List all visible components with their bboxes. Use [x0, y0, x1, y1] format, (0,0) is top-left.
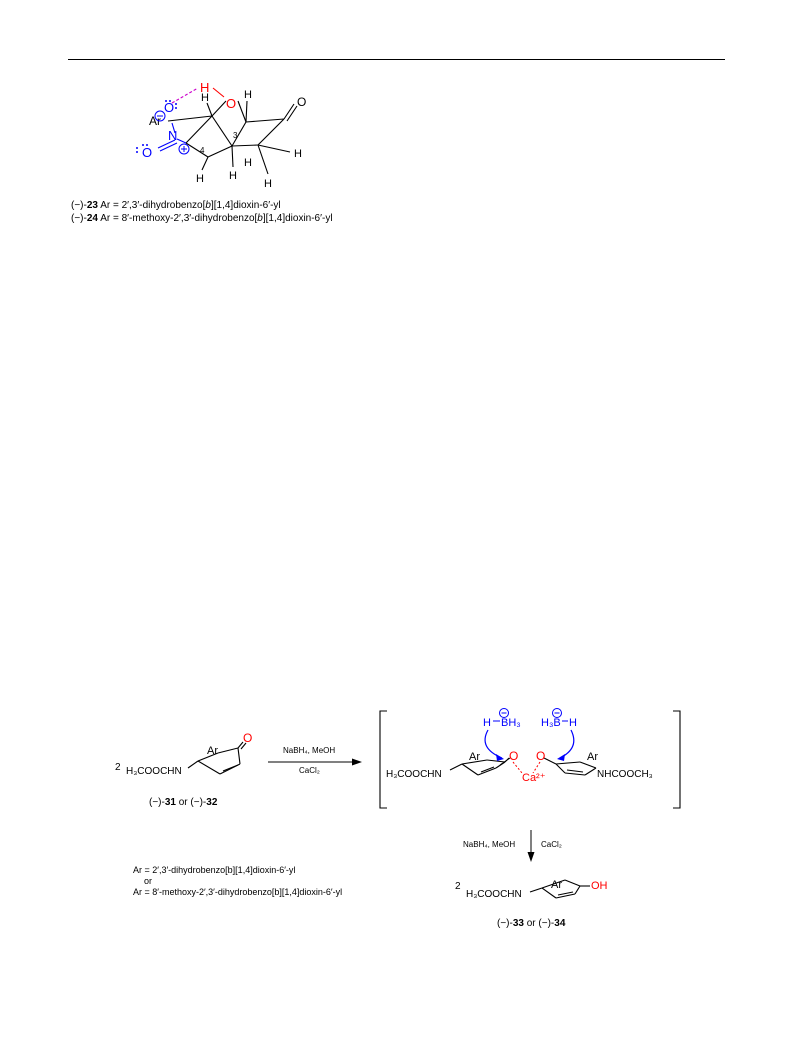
prod-ar-label: Ar: [551, 879, 562, 891]
curved-arrow-right: [559, 729, 575, 759]
arrow1-reagents-top: NaBH₄, MeOH: [283, 746, 336, 755]
curved-arrow-left: [484, 729, 503, 759]
carbon-3-label: 3: [233, 131, 238, 140]
tc-right-ar-label: Ar: [587, 751, 598, 763]
header-rule: [68, 59, 725, 60]
plus-charge-icon: [178, 143, 190, 155]
ar-label: Ar: [149, 114, 161, 128]
arrow1-reagents-bottom: CaCl₂: [299, 766, 320, 775]
o-ring-label: O: [226, 96, 236, 111]
ar-definition-line1: Ar = 2′,3′-dihydrobenzo[b][1,4]dioxin-6′…: [133, 865, 296, 875]
sm-ketone-o-label: O: [243, 731, 252, 745]
h-label-3: H: [294, 148, 302, 160]
hydride-h-right: H: [569, 717, 577, 729]
right-bracket: [673, 710, 681, 809]
hydride-h-left: H: [483, 717, 491, 729]
sm-coefficient: 2: [115, 762, 121, 773]
o-right-label: O: [536, 749, 545, 763]
arrow2-reagents-left: NaBH₄, MeOH: [463, 840, 516, 849]
borohydride-left: BH₃: [501, 717, 521, 729]
left-bracket: [379, 710, 387, 809]
prod-coefficient: 2: [455, 881, 461, 892]
carbon-4-label: 4: [200, 146, 205, 155]
sm-ar-label: Ar: [207, 745, 218, 757]
ar-definition-or: or: [144, 876, 153, 886]
h-label-2: H: [244, 89, 252, 101]
n-plus-label: N: [168, 128, 177, 143]
minus-charge-icon: [154, 110, 166, 122]
ar-definition-line2: Ar = 8′-methoxy-2′,3′-dihydrobenzo[b][1,…: [133, 887, 343, 897]
minus-charge-icon: [499, 708, 509, 718]
o-left-label: O: [509, 749, 518, 763]
prod-oh-label: OH: [591, 880, 608, 892]
sm-substituent: H₃COOCHN: [126, 766, 182, 777]
o-ketone-label: O: [297, 95, 306, 109]
h-label-4: H: [196, 173, 204, 185]
h-hydroxyl-label: H: [200, 80, 209, 95]
h-label-7: H: [244, 157, 252, 169]
arrow2-reagents-right: CaCl₂: [541, 840, 562, 849]
tc-right-substituent: NHCOOCH₃: [597, 769, 653, 780]
caption-compound-23: (−)-23 Ar = 2′,3′-dihydrobenzo[b][1,4]di…: [71, 200, 281, 211]
h-label-5: H: [229, 170, 237, 182]
prod-substituent: H₃COOCHN: [466, 889, 522, 900]
minus-charge-icon: [552, 708, 562, 718]
prod-compound-label: (−)-33 or (−)-34: [497, 918, 566, 929]
bicyclic-structure-23-24: H O O Ar H H O N O 3 4 H H H H H: [136, 80, 306, 190]
lone-pair-dots-icon: [136, 100, 177, 153]
h-label-6: H: [264, 178, 272, 190]
calcium-ion-label: Ca²⁺: [522, 772, 546, 784]
tc-left-substituent: H₃COOCHN: [386, 769, 442, 780]
borohydride-right: H₃B: [541, 717, 561, 729]
caption-compound-24: (−)-24 Ar = 8′-methoxy-2′,3′-dihydrobenz…: [71, 213, 333, 224]
o-double-label: O: [142, 145, 152, 160]
h-label-1: H: [201, 92, 209, 104]
o-minus-label: O: [164, 100, 174, 115]
sm-compound-label: (−)-31 or (−)-32: [149, 797, 218, 808]
tc-left-ar-label: Ar: [469, 751, 480, 763]
